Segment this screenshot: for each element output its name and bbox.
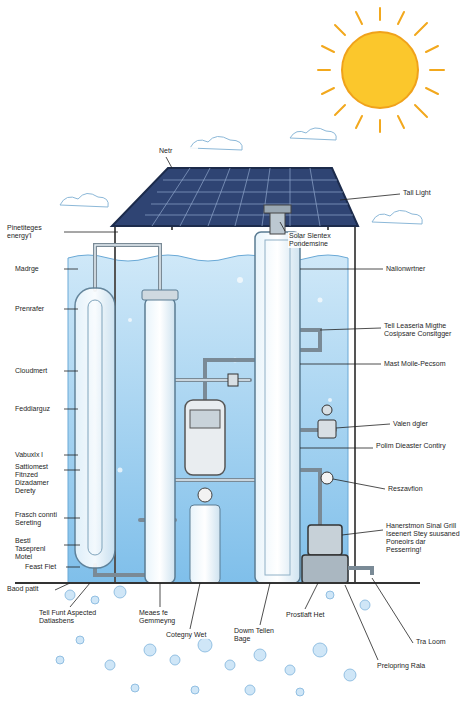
callout-label: Prelopring Rala — [376, 662, 444, 670]
callout-label: Feddiarguz — [14, 405, 64, 413]
callout-label: Polim Dieaster Contiry — [375, 442, 447, 450]
callout-label: Cotegny Wet — [165, 631, 223, 639]
callout-label: Prostlaft Het — [285, 611, 341, 619]
callout-label: Reszavfion — [387, 485, 453, 493]
callout-label: Tell Leaseria Migthe Cosipsare Consitgge… — [383, 322, 455, 338]
callout-label: Madrge — [14, 265, 64, 273]
callout-label: Tra Loom — [415, 638, 467, 646]
callout-label: Cloudmert — [14, 367, 64, 375]
callout-label: Prenrafer — [14, 305, 64, 313]
callout-label: Tall Light — [402, 189, 466, 197]
callout-label: Dowm Tellen Bage — [233, 627, 293, 643]
callout-label: Sattiomest Fitnzed Dizadamer Derety — [14, 463, 63, 495]
callout-label: Frasch connti Sereting — [14, 511, 63, 527]
callout-label: Bestl Taseprenl Motel — [14, 537, 63, 561]
callout-label: Baod patlt — [6, 585, 54, 593]
callout-label: Pinetiteges energy'l — [6, 224, 63, 240]
callout-label: Nalionwrtner — [385, 265, 460, 273]
callout-label: Netr — [158, 147, 198, 155]
callout-label: Meaes fe Gemmeyng — [138, 609, 188, 625]
callout-label: Valen dgler — [392, 420, 458, 428]
callout-label: Vabuxlx l — [14, 451, 64, 459]
callout-label: Mast Moile-Pecsom — [383, 360, 465, 368]
callout-label: Feast Fiet — [24, 563, 66, 571]
callout-label: Hanerstmon Sinal Grill Iseenert Stey suu… — [385, 522, 461, 554]
callout-label: Solar Slentex Pondemsine — [288, 232, 348, 248]
callout-label: Tell Funt Aspected Datiasbens — [38, 609, 116, 625]
